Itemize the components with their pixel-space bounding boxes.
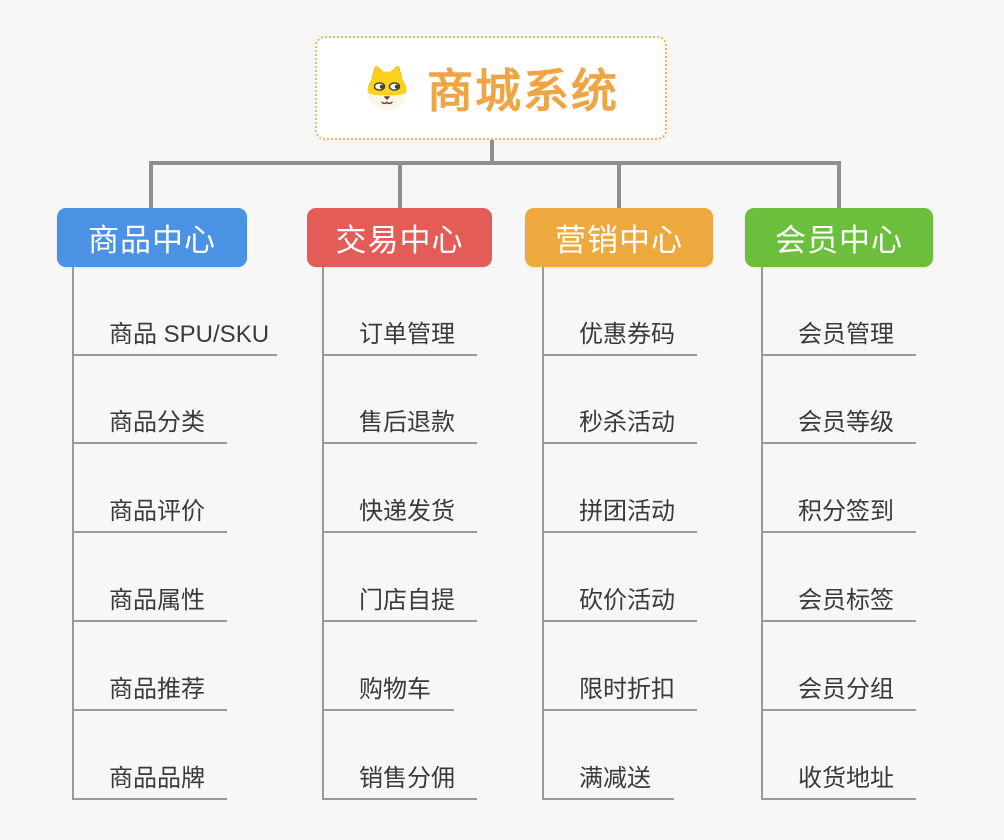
leaf-node[interactable]: 商品品牌	[73, 758, 227, 800]
leaf-label: 积分签到	[798, 498, 894, 525]
leaf-label: 商品评价	[109, 498, 205, 525]
root-title: 商城系统	[427, 65, 619, 117]
leaf-label: 购物车	[359, 676, 431, 703]
leaf-label: 商品 SPU/SKU	[109, 321, 270, 348]
leaf-node[interactable]: 优惠券码	[543, 314, 697, 356]
leaf-node[interactable]: 商品属性	[73, 580, 227, 622]
leaf-node[interactable]: 购物车	[323, 669, 454, 711]
leaf-label: 商品属性	[109, 587, 205, 614]
leaf-label: 会员管理	[798, 321, 894, 348]
connector-drop-marketing	[617, 163, 621, 208]
leaf-label: 售后退款	[359, 409, 455, 436]
leaf-label: 优惠券码	[579, 321, 675, 348]
leaf-label: 快递发货	[359, 498, 455, 525]
leaf-node[interactable]: 满减送	[543, 758, 674, 800]
leaf-node[interactable]: 订单管理	[323, 314, 477, 356]
connector-drop-trade	[398, 163, 402, 208]
branch-node-marketing-center[interactable]: 营销中心	[525, 208, 713, 267]
branch-spine	[542, 267, 544, 800]
branch-node-trade-center[interactable]: 交易中心	[307, 208, 492, 267]
branch-spine	[322, 267, 324, 800]
leaf-label: 商品分类	[109, 409, 205, 436]
connector-root-stem	[490, 140, 494, 161]
connector-bus	[149, 161, 841, 165]
leaf-label: 收货地址	[798, 765, 894, 792]
leaf-node[interactable]: 拼团活动	[543, 491, 697, 533]
dog-icon	[367, 66, 407, 111]
leaf-node[interactable]: 门店自提	[323, 580, 477, 622]
leaf-label: 砍价活动	[579, 587, 675, 614]
leaf-label: 拼团活动	[579, 498, 675, 525]
leaf-node[interactable]: 收货地址	[762, 758, 916, 800]
branch-spine	[72, 267, 74, 800]
leaf-node[interactable]: 商品 SPU/SKU	[73, 314, 277, 356]
branch-node-product-center[interactable]: 商品中心	[57, 208, 247, 267]
leaf-label: 会员分组	[798, 676, 894, 703]
leaf-node[interactable]: 砍价活动	[543, 580, 697, 622]
leaf-label: 门店自提	[359, 587, 455, 614]
leaf-node[interactable]: 商品分类	[73, 402, 227, 444]
branch-node-member-center[interactable]: 会员中心	[745, 208, 933, 267]
leaf-label: 秒杀活动	[579, 409, 675, 436]
connector-drop-product	[149, 163, 153, 208]
leaf-node[interactable]: 会员分组	[762, 669, 916, 711]
leaf-node[interactable]: 会员管理	[762, 314, 916, 356]
leaf-node[interactable]: 积分签到	[762, 491, 916, 533]
root-node[interactable]: 商城系统	[315, 36, 667, 140]
branch-label: 商品中心	[88, 223, 216, 258]
leaf-label: 订单管理	[359, 321, 455, 348]
branch-label: 营销中心	[555, 223, 683, 258]
leaf-label: 销售分佣	[359, 765, 455, 792]
leaf-label: 限时折扣	[579, 676, 675, 703]
leaf-node[interactable]: 限时折扣	[543, 669, 697, 711]
connector-drop-member	[837, 163, 841, 208]
leaf-node[interactable]: 快递发货	[323, 491, 477, 533]
leaf-label: 商品推荐	[109, 676, 205, 703]
branch-spine	[761, 267, 763, 800]
leaf-node[interactable]: 会员等级	[762, 402, 916, 444]
leaf-node[interactable]: 商品评价	[73, 491, 227, 533]
leaf-node[interactable]: 商品推荐	[73, 669, 227, 711]
leaf-label: 商品品牌	[109, 765, 205, 792]
branch-label: 会员中心	[775, 223, 903, 258]
leaf-label: 会员等级	[798, 409, 894, 436]
leaf-node[interactable]: 销售分佣	[323, 758, 477, 800]
leaf-node[interactable]: 售后退款	[323, 402, 477, 444]
leaf-node[interactable]: 会员标签	[762, 580, 916, 622]
leaf-node[interactable]: 秒杀活动	[543, 402, 697, 444]
leaf-label: 满减送	[579, 765, 651, 792]
branch-label: 交易中心	[335, 223, 464, 258]
leaf-label: 会员标签	[798, 587, 894, 614]
